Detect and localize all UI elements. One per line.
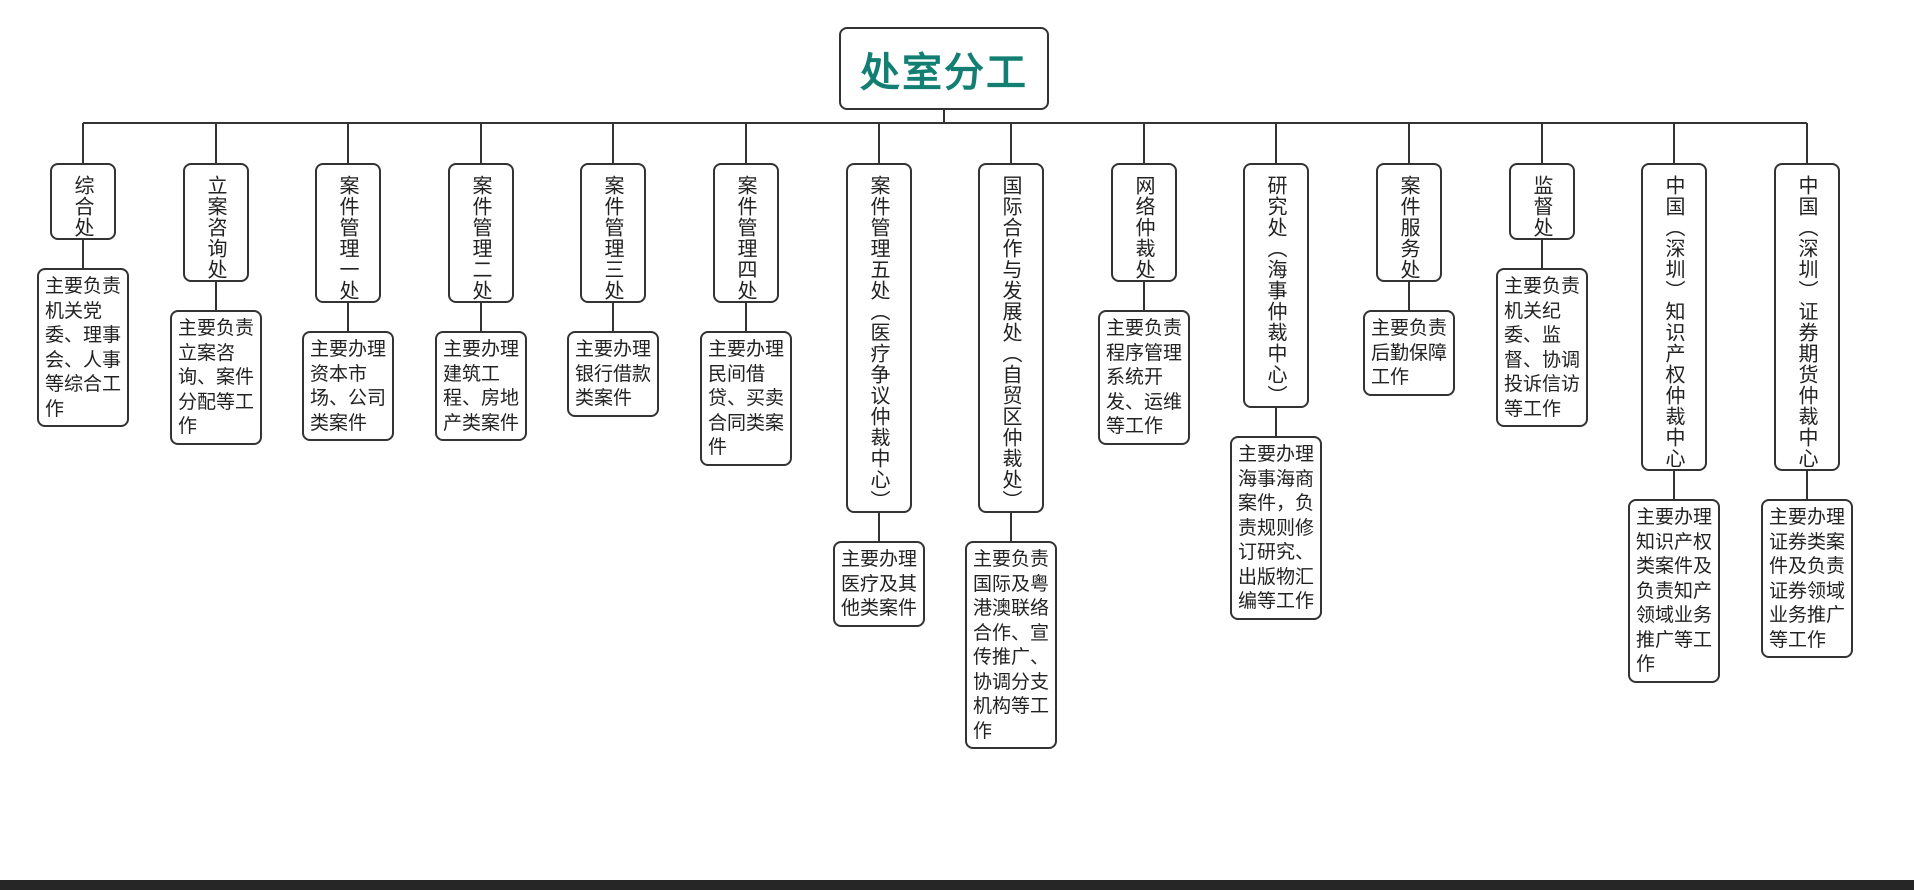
department-box: 案件管理一处 — [315, 163, 381, 303]
department-description: 主要办理知识产权类案件及负责知产领域业务推广等工作 — [1628, 499, 1720, 683]
department-name: 中国（深圳）知识产权仲裁中心 — [1662, 175, 1686, 469]
department-description: 主要办理医疗及其他类案件 — [833, 541, 925, 627]
chart-title: 处室分工 — [860, 49, 1028, 96]
department-description: 主要负责机关党委、理事会、人事等综合工作 — [37, 268, 129, 427]
department-name: 案件管理五处（医疗争议仲裁中心） — [867, 175, 891, 511]
department-box: 案件管理四处 — [713, 163, 779, 303]
footer-bar — [0, 880, 1914, 890]
department-box: 中国（深圳）证券期货仲裁中心 — [1774, 163, 1840, 471]
department-box: 国际合作与发展处（自贸区仲裁处） — [978, 163, 1044, 513]
department-box: 监督处 — [1509, 163, 1575, 240]
department-description: 主要办理建筑工程、房地产类案件 — [435, 331, 527, 441]
department-box: 研究处（海事仲裁中心） — [1243, 163, 1309, 408]
department-description: 主要负责立案咨询、案件分配等工作 — [170, 310, 262, 445]
department-description: 主要办理民间借贷、买卖合同类案件 — [700, 331, 792, 466]
department-name: 案件管理三处 — [601, 175, 625, 301]
department-box: 综合处 — [50, 163, 116, 240]
department-box: 立案咨询处 — [183, 163, 249, 282]
department-name: 案件管理一处 — [336, 175, 360, 301]
department-description: 主要办理资本市场、公司类案件 — [302, 331, 394, 441]
department-box: 案件服务处 — [1376, 163, 1442, 282]
department-name: 中国（深圳）证券期货仲裁中心 — [1795, 175, 1819, 469]
department-name: 案件管理四处 — [734, 175, 758, 301]
department-name: 立案咨询处 — [204, 175, 228, 280]
root-node: 处室分工 — [839, 27, 1049, 110]
department-name: 案件管理二处 — [469, 175, 493, 301]
department-box: 案件管理三处 — [580, 163, 646, 303]
department-box: 案件管理五处（医疗争议仲裁中心） — [846, 163, 912, 513]
department-name: 网络仲裁处 — [1132, 175, 1156, 280]
department-box: 中国（深圳）知识产权仲裁中心 — [1641, 163, 1707, 471]
department-description: 主要负责国际及粤港澳联络合作、宣传推广、协调分支机构等工作 — [965, 541, 1057, 749]
department-description: 主要办理海事海商案件，负责规则修订研究、出版物汇编等工作 — [1230, 436, 1322, 620]
department-name: 综合处 — [71, 175, 95, 238]
department-box: 网络仲裁处 — [1111, 163, 1177, 282]
department-description: 主要办理证券类案件及负责证券领域业务推广等工作 — [1761, 499, 1853, 658]
department-name: 研究处（海事仲裁中心） — [1264, 175, 1288, 406]
department-description: 主要负责程序管理系统开发、运维等工作 — [1098, 310, 1190, 445]
department-name: 国际合作与发展处（自贸区仲裁处） — [999, 175, 1023, 511]
department-description: 主要负责后勤保障工作 — [1363, 310, 1455, 396]
department-name: 监督处 — [1530, 175, 1554, 238]
department-box: 案件管理二处 — [448, 163, 514, 303]
department-description: 主要办理银行借款类案件 — [567, 331, 659, 417]
department-description: 主要负责机关纪委、监督、协调投诉信访等工作 — [1496, 268, 1588, 427]
department-name: 案件服务处 — [1397, 175, 1421, 280]
